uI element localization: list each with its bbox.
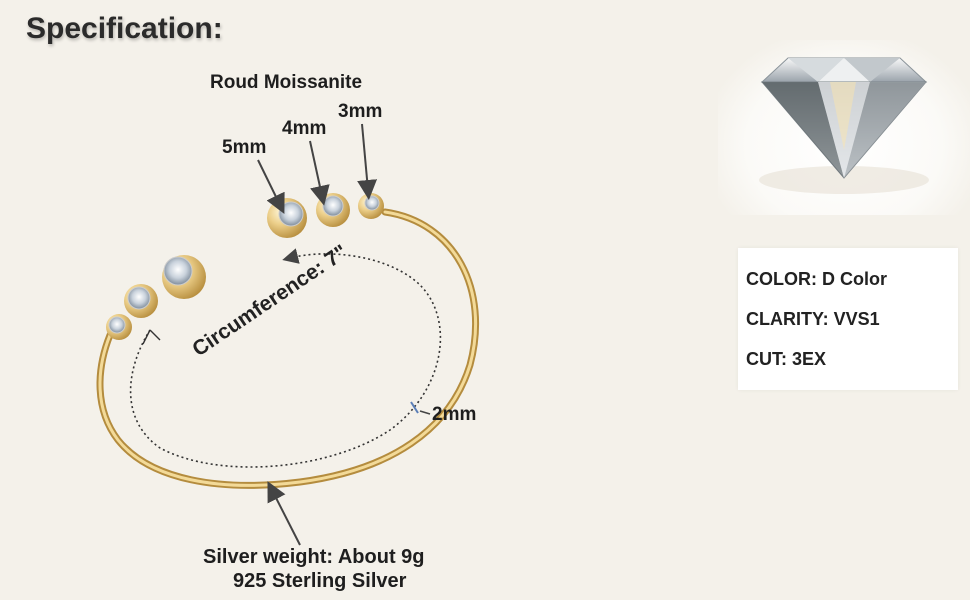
bracelet-band: [96, 208, 480, 489]
spec-cut: CUT: 3EX: [746, 349, 827, 369]
arrow-weight: [267, 481, 301, 546]
page-title: Specification:: [26, 12, 223, 45]
diamond-icon: [759, 57, 929, 194]
weight-label: Silver weight: About 9g: [203, 546, 425, 568]
size-5mm-label: 5mm: [222, 137, 267, 158]
left-stone-cluster: [106, 255, 206, 340]
circumference-arrow: [129, 248, 442, 468]
width-marker: [410, 401, 419, 414]
size-3mm-label: 3mm: [338, 101, 383, 122]
diamond-image: [718, 40, 970, 215]
arrow-5mm: [257, 159, 285, 214]
spec-color: COLOR: D Color: [746, 269, 887, 289]
spec-clarity: CLARITY: VVS1: [746, 309, 880, 329]
spec-card: COLOR: D Color CLARITY: VVS1 CUT: 3EX: [738, 248, 958, 390]
stone-type-label: Roud Moissanite: [210, 72, 363, 93]
top-stone-cluster: [267, 193, 384, 238]
material-label: 925 Sterling Silver: [233, 570, 407, 592]
arrow-3mm: [357, 123, 378, 200]
size-4mm-label: 4mm: [282, 118, 327, 139]
band-width-label: 2mm: [432, 404, 477, 425]
arrow-4mm: [309, 140, 330, 206]
